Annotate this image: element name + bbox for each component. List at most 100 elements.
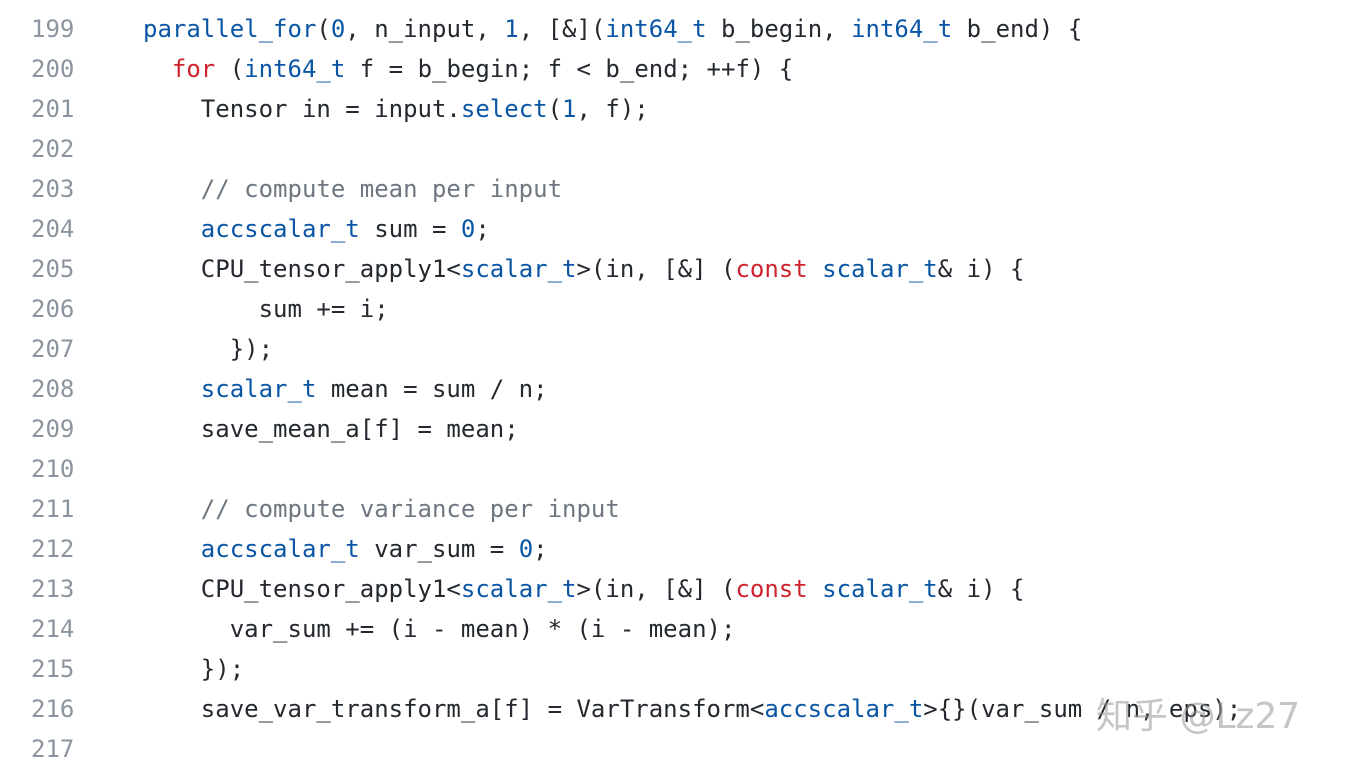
code-token: ; bbox=[533, 535, 548, 563]
code-token: CPU_tensor_apply1< bbox=[200, 255, 461, 283]
code-token: & i) { bbox=[937, 255, 1025, 283]
code-token: scalar_t bbox=[460, 255, 577, 283]
code-token: save_var_transform_a[f] = VarTransform< bbox=[200, 695, 765, 723]
line-number: 211 bbox=[31, 495, 75, 523]
line-number: 217 bbox=[31, 735, 75, 763]
indent bbox=[143, 415, 201, 443]
code-line: 205 CPU_tensor_apply1<scalar_t>(in, [&] … bbox=[0, 249, 1348, 289]
line-code: }); bbox=[143, 329, 273, 369]
code-token: select bbox=[460, 95, 548, 123]
code-token: int64_t bbox=[244, 55, 346, 83]
code-token: int64_t bbox=[851, 15, 953, 43]
indent bbox=[143, 215, 201, 243]
code-token: accscalar_t bbox=[200, 215, 360, 243]
line-number: 202 bbox=[31, 135, 75, 163]
code-token: 0 bbox=[518, 535, 534, 563]
code-token: b_end) { bbox=[952, 15, 1083, 43]
line-code: for (int64_t f = b_begin; f < b_end; ++f… bbox=[143, 49, 793, 89]
indent bbox=[143, 375, 201, 403]
code-token: >(in, [&] ( bbox=[576, 255, 736, 283]
code-token: ( bbox=[547, 95, 563, 123]
code-token: , f); bbox=[576, 95, 649, 123]
code-token: CPU_tensor_apply1< bbox=[200, 575, 461, 603]
line-code: accscalar_t var_sum = 0; bbox=[143, 529, 548, 569]
indent bbox=[143, 495, 201, 523]
code-token: accscalar_t bbox=[764, 695, 924, 723]
indent bbox=[143, 615, 230, 643]
indent bbox=[143, 295, 259, 323]
code-token: }); bbox=[229, 335, 274, 363]
line-number: 216 bbox=[31, 695, 75, 723]
code-token bbox=[808, 255, 822, 283]
code-line: 207 }); bbox=[0, 329, 1348, 369]
code-line: 210 bbox=[0, 449, 1348, 489]
code-line: 214 var_sum += (i - mean) * (i - mean); bbox=[0, 609, 1348, 649]
line-number: 212 bbox=[31, 535, 75, 563]
code-line: 213 CPU_tensor_apply1<scalar_t>(in, [&] … bbox=[0, 569, 1348, 609]
line-code: accscalar_t sum = 0; bbox=[143, 209, 490, 249]
line-number: 215 bbox=[31, 655, 75, 683]
watermark: 知乎 @Lz27 bbox=[1096, 696, 1301, 737]
line-code: }); bbox=[143, 649, 244, 689]
code-line: 212 accscalar_t var_sum = 0; bbox=[0, 529, 1348, 569]
code-token: ; bbox=[475, 215, 490, 243]
code-token bbox=[808, 575, 822, 603]
indent bbox=[143, 95, 201, 123]
code-line: 208 scalar_t mean = sum / n; bbox=[0, 369, 1348, 409]
line-number: 208 bbox=[31, 375, 75, 403]
line-number: 213 bbox=[31, 575, 75, 603]
code-token: sum = bbox=[359, 215, 461, 243]
code-token: ( bbox=[316, 15, 331, 43]
line-code: sum += i; bbox=[143, 289, 389, 329]
line-number: 204 bbox=[31, 215, 75, 243]
line-number: 207 bbox=[31, 335, 75, 363]
code-token: 1 bbox=[504, 15, 519, 43]
code-token: , [&]( bbox=[518, 15, 606, 43]
code-line: 201 Tensor in = input.select(1, f); bbox=[0, 89, 1348, 129]
indent bbox=[143, 575, 201, 603]
line-code: var_sum += (i - mean) * (i - mean); bbox=[143, 609, 736, 649]
code-token: 1 bbox=[562, 95, 577, 123]
code-token: >{}(var_sum / n, eps); bbox=[923, 695, 1242, 723]
code-line: 204 accscalar_t sum = 0; bbox=[0, 209, 1348, 249]
code-line: 202 bbox=[0, 129, 1348, 169]
line-number: 201 bbox=[31, 95, 75, 123]
code-line: 203 // compute mean per input bbox=[0, 169, 1348, 209]
code-token: accscalar_t bbox=[200, 535, 360, 563]
line-number: 199 bbox=[31, 15, 75, 43]
indent bbox=[143, 175, 201, 203]
code-line: 206 sum += i; bbox=[0, 289, 1348, 329]
code-token: 0 bbox=[460, 215, 476, 243]
line-code: Tensor in = input.select(1, f); bbox=[143, 89, 649, 129]
code-token: var_sum += (i - mean) * (i - mean); bbox=[229, 615, 736, 643]
indent bbox=[143, 695, 201, 723]
indent bbox=[143, 335, 230, 363]
line-number: 200 bbox=[31, 55, 75, 83]
indent bbox=[143, 535, 201, 563]
code-token: sum += i; bbox=[258, 295, 389, 323]
code-token: // compute variance per input bbox=[200, 495, 620, 523]
code-line: 215 }); bbox=[0, 649, 1348, 689]
line-code: save_var_transform_a[f] = VarTransform<a… bbox=[143, 689, 1241, 729]
indent bbox=[143, 655, 201, 683]
code-token: save_mean_a[f] = mean; bbox=[200, 415, 519, 443]
code-line: 217 bbox=[0, 729, 1348, 769]
code-token: scalar_t bbox=[200, 375, 317, 403]
code-token: parallel_for bbox=[143, 15, 317, 43]
line-number: 205 bbox=[31, 255, 75, 283]
line-code: CPU_tensor_apply1<scalar_t>(in, [&] (con… bbox=[143, 569, 1025, 609]
code-token: , n_input, bbox=[345, 15, 505, 43]
indent bbox=[143, 55, 172, 83]
code-token: ( bbox=[215, 55, 245, 83]
code-token: scalar_t bbox=[822, 255, 938, 283]
code-token: b_begin, bbox=[706, 15, 852, 43]
code-token: & i) { bbox=[937, 575, 1025, 603]
line-code: scalar_t mean = sum / n; bbox=[143, 369, 548, 409]
code-token: // compute mean per input bbox=[200, 175, 563, 203]
indent bbox=[143, 255, 201, 283]
code-token: const bbox=[735, 255, 808, 283]
code-line: 211 // compute variance per input bbox=[0, 489, 1348, 529]
code-token: var_sum = bbox=[359, 535, 519, 563]
